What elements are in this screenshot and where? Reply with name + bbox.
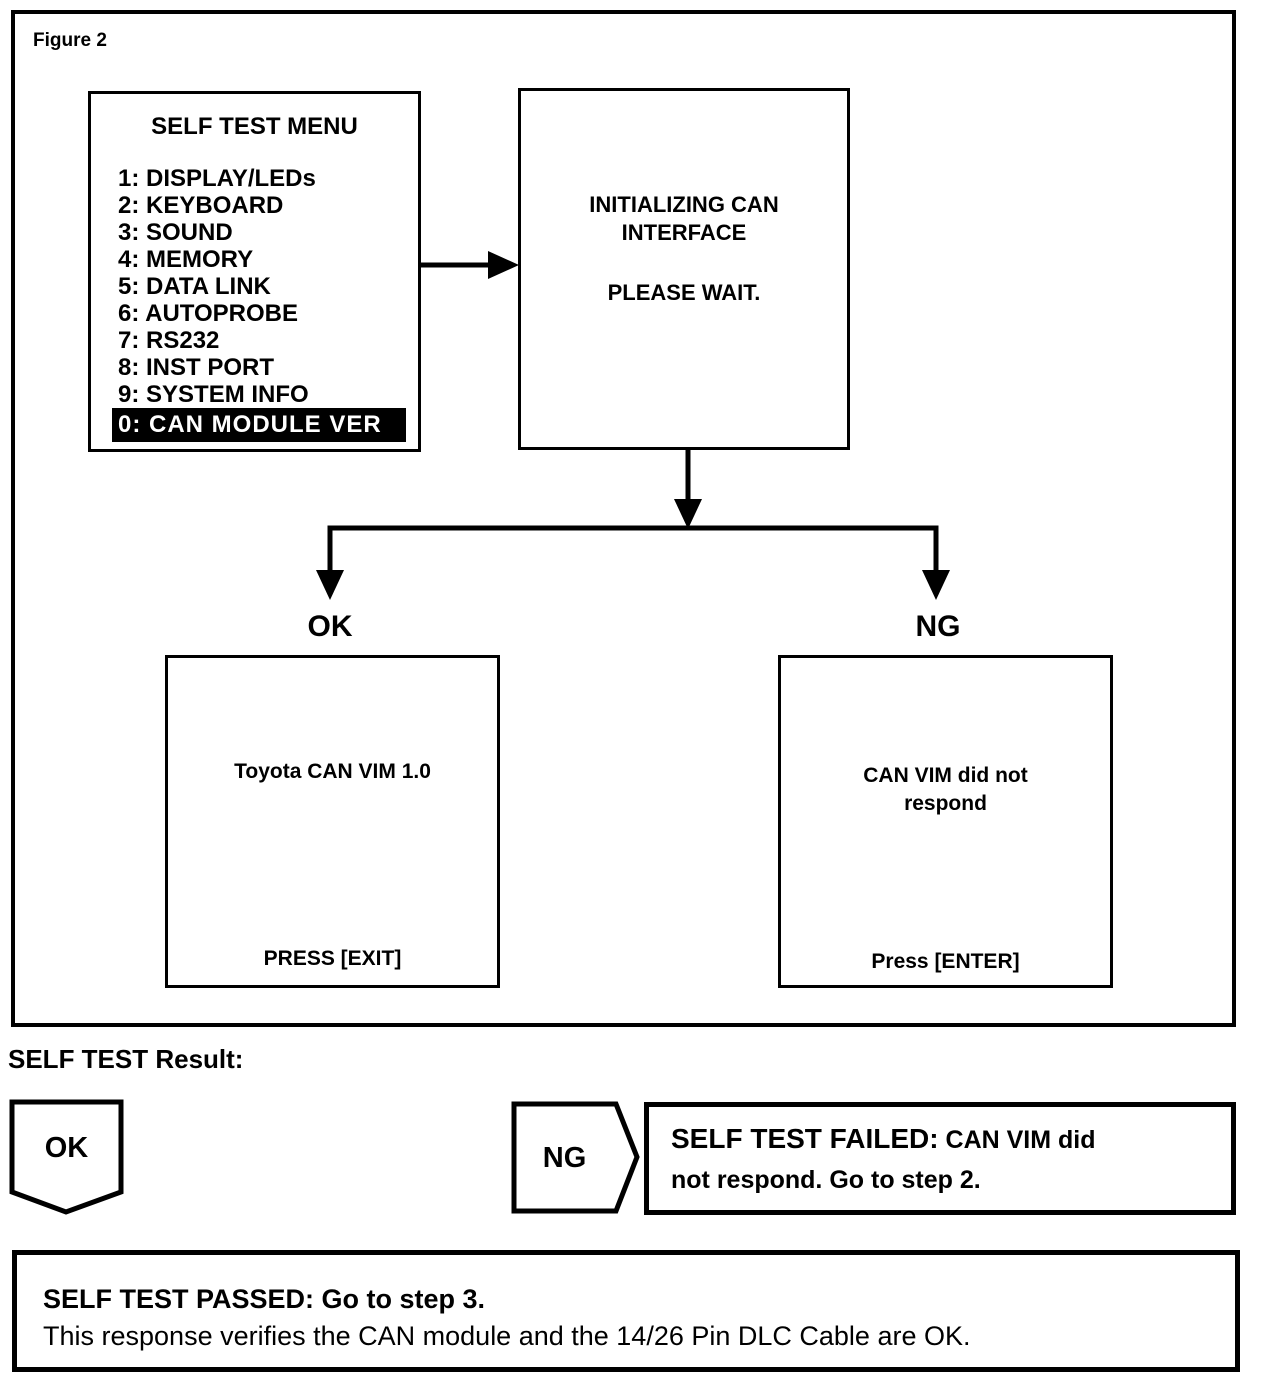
menu-item-highlighted: 0: CAN MODULE VER <box>112 408 406 442</box>
initializing-line2: INTERFACE <box>621 220 747 245</box>
failed-text-prefix: SELF TEST FAILED: <box>671 1123 939 1154</box>
self-test-passed-box: SELF TEST PASSED: Go to step 3. This res… <box>12 1250 1240 1372</box>
failed-text-line1-rest: CAN VIM did <box>938 1126 1096 1154</box>
ng-result-message-line2: respond <box>904 792 987 815</box>
failed-text-line2: not respond. Go to step 2. <box>671 1166 981 1194</box>
initializing-message: INITIALIZING CAN INTERFACE <box>521 191 847 247</box>
ng-result-message: CAN VIM did not respond <box>781 762 1110 818</box>
menu-list: 1: DISPLAY/LEDs 2: KEYBOARD 3: SOUND 4: … <box>91 165 418 442</box>
passed-text-line2: This response verifies the CAN module an… <box>43 1321 971 1351</box>
self-test-result-heading: SELF TEST Result: <box>8 1044 244 1074</box>
menu-item: 6: AUTOPROBE <box>118 300 299 327</box>
menu-item: 1: DISPLAY/LEDs <box>118 165 316 192</box>
ok-result-action: PRESS [EXIT] <box>263 947 402 970</box>
menu-item: 7: RS232 <box>118 327 220 354</box>
ng-result-message-line1: CAN VIM did not <box>863 764 1028 787</box>
menu-item: 4: MEMORY <box>118 246 254 273</box>
menu-item: 2: KEYBOARD <box>118 192 284 219</box>
please-wait-text: PLEASE WAIT. <box>607 280 761 305</box>
ok-result-screen: Toyota CAN VIM 1.0 PRESS [EXIT] <box>165 655 500 988</box>
failed-text-line1: SELF TEST FAILED: CAN VIM did <box>671 1119 1221 1160</box>
figure-caption: Figure 2 <box>33 30 107 51</box>
branch-label-ok: OK <box>307 610 353 643</box>
self-test-failed-box: SELF TEST FAILED: CAN VIM did not respon… <box>644 1102 1236 1215</box>
self-test-menu-screen: SELF TEST MENU 1: DISPLAY/LEDs 2: KEYBOA… <box>88 91 421 452</box>
ok-badge-label: OK <box>44 1132 89 1164</box>
ng-badge-label: NG <box>542 1142 587 1174</box>
initializing-screen: INITIALIZING CAN INTERFACE PLEASE WAIT. <box>518 88 850 450</box>
ng-result-screen: CAN VIM did not respond Press [ENTER] <box>778 655 1113 988</box>
ok-result-message: Toyota CAN VIM 1.0 <box>234 760 431 783</box>
menu-item: 5: DATA LINK <box>118 273 271 300</box>
menu-item: 9: SYSTEM INFO <box>118 381 309 408</box>
initializing-line1: INITIALIZING CAN <box>589 192 779 217</box>
passed-text-line1: SELF TEST PASSED: Go to step 3. <box>43 1284 486 1314</box>
menu-item: 3: SOUND <box>118 219 233 246</box>
ng-result-action: Press [ENTER] <box>871 950 1020 973</box>
menu-item: 8: INST PORT <box>118 354 275 381</box>
branch-label-ng: NG <box>915 610 961 643</box>
figure-frame <box>11 10 1236 1027</box>
menu-title: SELF TEST MENU <box>151 113 358 140</box>
